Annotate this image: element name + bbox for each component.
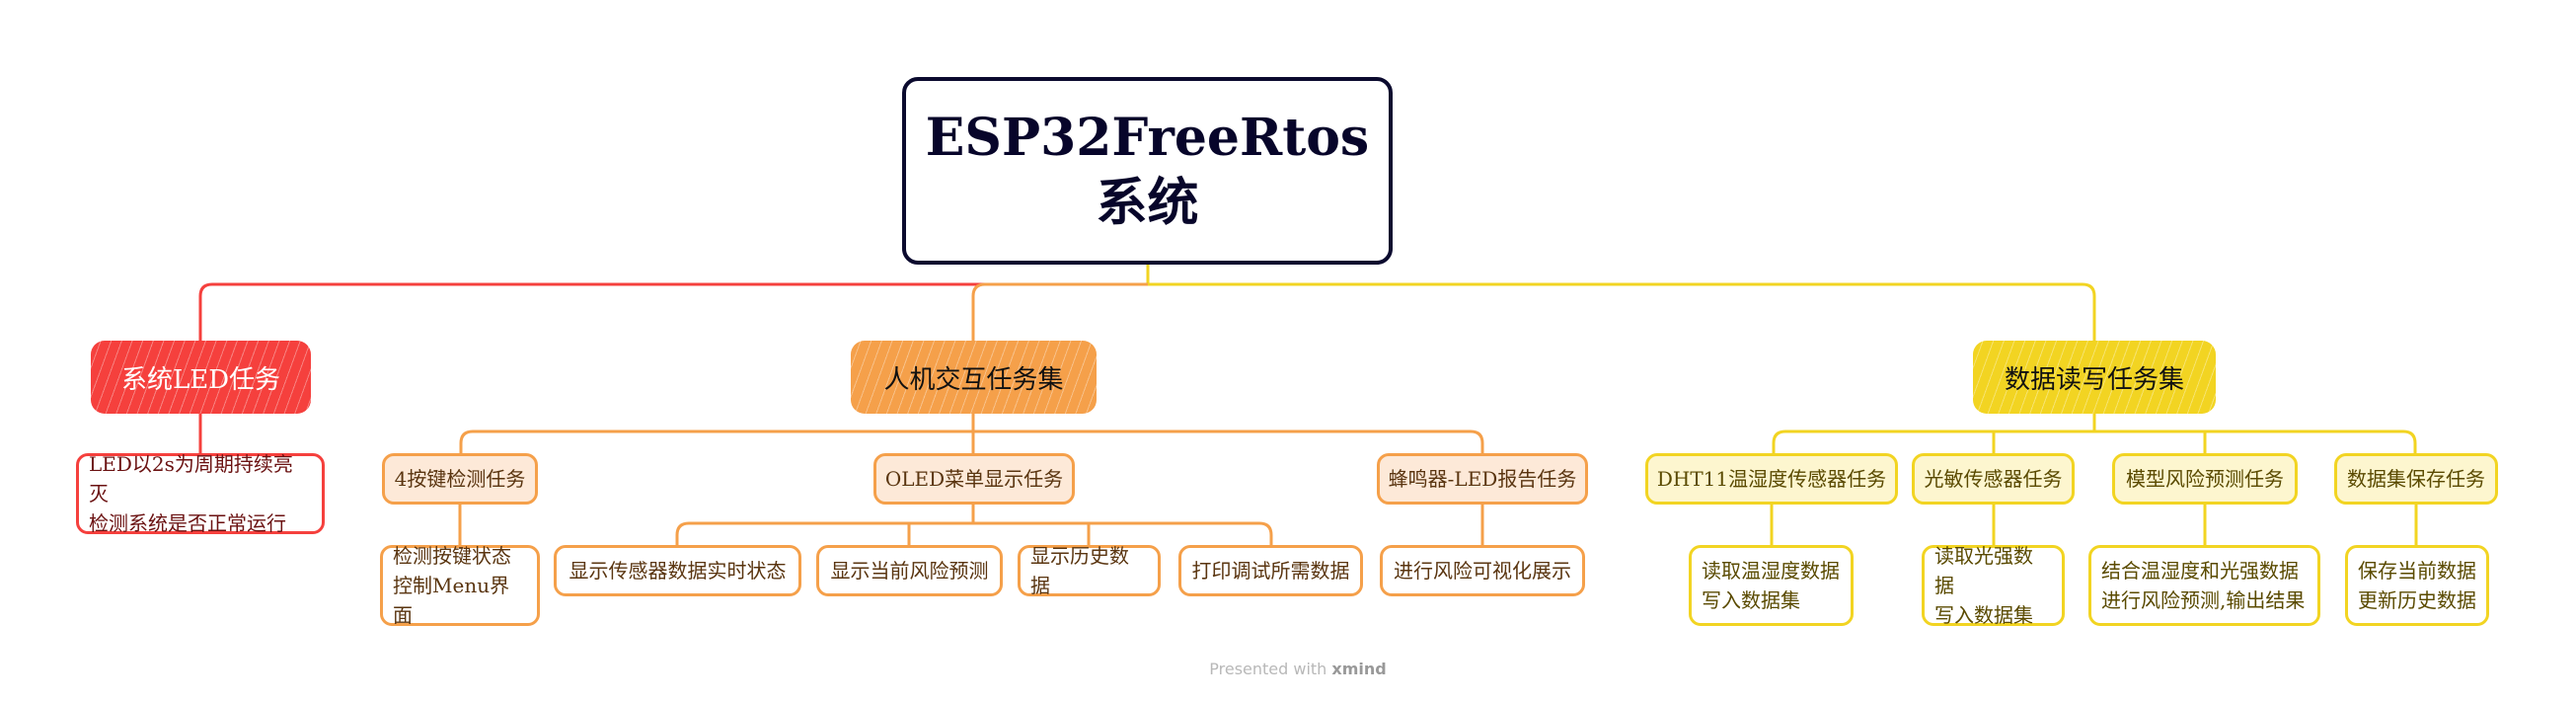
leaf-line: 结合温湿度和光强数据	[2101, 559, 2299, 583]
subtopic-label: 光敏传感器任务	[1924, 467, 2063, 491]
leaf-line: 更新历史数据	[2358, 588, 2476, 612]
leaf-line: 检测按键状态	[393, 544, 511, 568]
branch-data-rw-tasks[interactable]: 数据读写任务集	[1973, 341, 2216, 414]
subtopic-light-sensor[interactable]: 光敏传感器任务	[1912, 453, 2075, 505]
subtopic-dht11[interactable]: DHT11温湿度传感器任务	[1645, 453, 1898, 505]
leaf-line: 控制Menu界面	[393, 574, 510, 627]
subtopic-label: DHT11温湿度传感器任务	[1656, 467, 1887, 491]
led-task-detail[interactable]: LED以2s为周期持续亮灭 检测系统是否正常运行	[76, 452, 325, 535]
branch-label: 数据读写任务集	[2004, 364, 2184, 395]
branch-label: 人机交互任务集	[883, 364, 1064, 395]
credit-prefix: Presented with	[1209, 660, 1327, 678]
subtopic-oled-menu[interactable]: OLED菜单显示任务	[873, 453, 1075, 505]
subtopic-model-risk[interactable]: 模型风险预测任务	[2112, 453, 2298, 505]
leaf-line: 检测系统是否正常运行	[89, 511, 286, 535]
leaf-dataset-save[interactable]: 保存当前数据 更新历史数据	[2345, 545, 2489, 626]
leaf-line: LED以2s为周期持续亮灭	[89, 452, 293, 506]
subtopic-label: 数据集保存任务	[2347, 467, 2485, 491]
subtopic-label: OLED菜单显示任务	[884, 467, 1064, 491]
xmind-logo-text: xmind	[1331, 660, 1387, 678]
subtopic-label: 蜂鸣器-LED报告任务	[1388, 467, 1577, 491]
leaf-dht11[interactable]: 读取温湿度数据 写入数据集	[1689, 545, 1854, 626]
leaf-oled-sensor[interactable]: 显示传感器数据实时状态	[554, 545, 801, 596]
subtopic-buzzer-led[interactable]: 蜂鸣器-LED报告任务	[1377, 453, 1588, 505]
branch-label: 系统LED任务	[120, 364, 281, 395]
leaf-oled-risk[interactable]: 显示当前风险预测	[816, 545, 1003, 596]
leaf-line: 写入数据集	[1702, 588, 1800, 612]
leaf-key-detect[interactable]: 检测按键状态 控制Menu界面	[380, 544, 540, 627]
leaf-line: 保存当前数据	[2358, 559, 2476, 583]
leaf-line: 显示当前风险预测	[830, 559, 989, 583]
branch-hmi-tasks[interactable]: 人机交互任务集	[851, 341, 1097, 414]
leaf-light[interactable]: 读取光强数据 写入数据集	[1922, 544, 2065, 627]
leaf-oled-debug[interactable]: 打印调试所需数据	[1178, 545, 1363, 596]
subtopic-dataset-save[interactable]: 数据集保存任务	[2334, 453, 2498, 505]
leaf-buzzer-visual[interactable]: 进行风险可视化展示	[1380, 545, 1585, 596]
leaf-line: 写入数据集	[1934, 603, 2033, 627]
root-topic[interactable]: ESP32FreeRtos 系统	[902, 77, 1393, 265]
leaf-line: 显示传感器数据实时状态	[568, 559, 787, 583]
leaf-line: 读取温湿度数据	[1702, 559, 1840, 583]
presented-with-xmind: Presented with xmind	[1194, 660, 1402, 678]
leaf-oled-history[interactable]: 显示历史数据	[1018, 544, 1161, 597]
subtopic-label: 4按键检测任务	[394, 467, 526, 491]
leaf-line: 显示历史数据	[1030, 544, 1129, 597]
leaf-line: 打印调试所需数据	[1191, 559, 1350, 583]
branch-led-task[interactable]: 系统LED任务	[91, 341, 311, 414]
leaf-line: 读取光强数据	[1934, 544, 2033, 597]
root-title-line2: 系统	[1096, 173, 1199, 233]
leaf-model[interactable]: 结合温湿度和光强数据 进行风险预测,输出结果	[2088, 545, 2320, 626]
leaf-line: 进行风险预测,输出结果	[2101, 588, 2306, 612]
subtopic-label: 模型风险预测任务	[2126, 467, 2284, 491]
root-title-line1: ESP32FreeRtos	[925, 108, 1370, 168]
subtopic-key-detect[interactable]: 4按键检测任务	[382, 453, 538, 505]
leaf-line: 进行风险可视化展示	[1394, 559, 1571, 583]
